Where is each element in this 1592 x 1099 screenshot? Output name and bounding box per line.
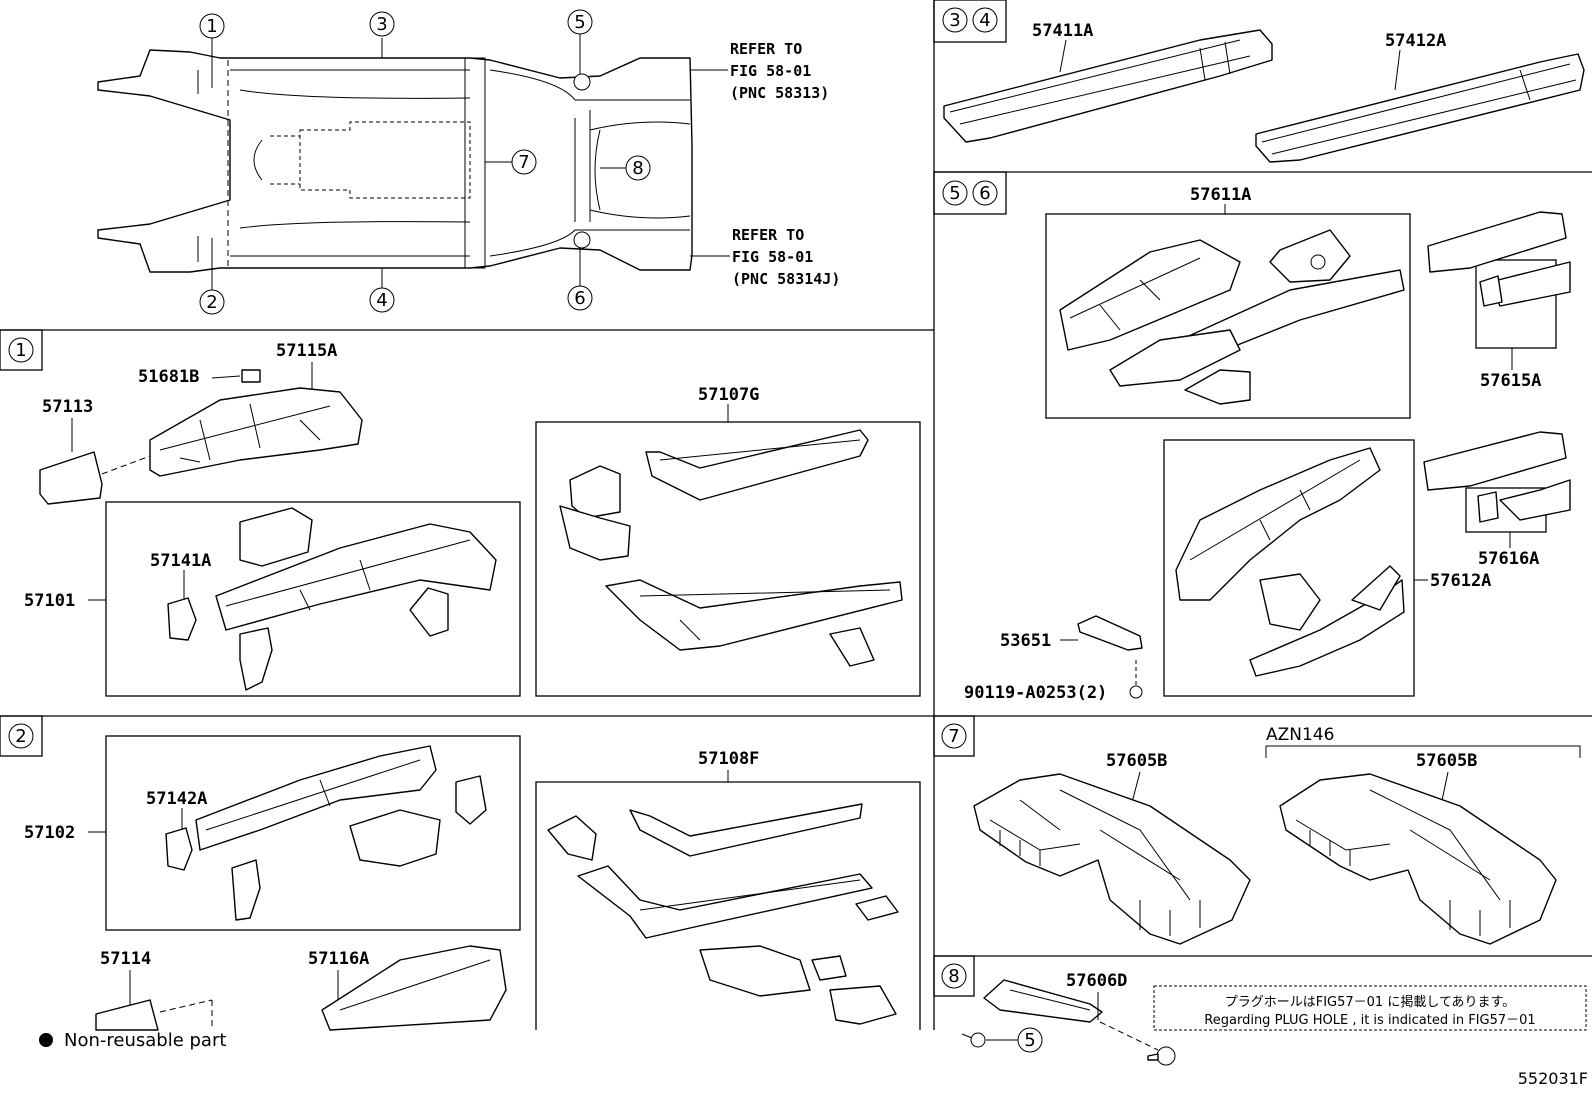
section-tag-4: 4: [979, 10, 990, 31]
part-57115A: 57115A: [276, 341, 337, 361]
part-57411A: 57411A: [1032, 21, 1093, 41]
section-tag-7: 7: [948, 726, 959, 747]
panel-dividers: [0, 0, 1592, 1030]
part-57412A: 57412A: [1385, 31, 1446, 51]
legend: Non-reusable part: [39, 1030, 226, 1051]
callout-8: 8: [632, 158, 643, 179]
section-tag-8: 8: [948, 966, 959, 987]
section-56: 5 6 57611A 57615A 57616A 57612A: [933, 171, 1571, 703]
legend-label: Non-reusable part: [64, 1030, 226, 1051]
part-57102: 57102: [24, 823, 75, 843]
part-57612A: 57612A: [1430, 571, 1491, 591]
callout-5: 5: [574, 12, 585, 33]
callout-2: 2: [206, 292, 217, 313]
part-57101: 57101: [24, 591, 75, 611]
refer-bottom-line2: FIG 58-01: [732, 248, 813, 266]
part-51681B: 51681B: [138, 367, 199, 387]
non-reusable-bullet-icon: [39, 1033, 53, 1047]
underbody-overview: [97, 49, 693, 273]
part-57114: 57114: [100, 949, 151, 969]
section-tag-6: 6: [979, 183, 990, 204]
part-53651: 53651: [1000, 631, 1051, 651]
variant-label: AZN146: [1266, 725, 1334, 745]
part-57142A: 57142A: [146, 789, 207, 809]
part-90119-A0253: 90119-A0253(2): [964, 683, 1107, 703]
section-8: 8 57606D 5 プラグホールはFIG57－01 に掲載してあります。 Re…: [933, 955, 1587, 1066]
callout-4: 4: [376, 290, 387, 311]
section-2: 2 57142A 57102 57114 57116A 57108F: [0, 715, 921, 1031]
part-57141A: 57141A: [150, 551, 211, 571]
part-57611A: 57611A: [1190, 185, 1251, 205]
overview-callouts: 1 3 5 2 4 6 7 8 REFER TO FIG 58-01 (PNC …: [199, 9, 840, 315]
callout-1: 1: [206, 16, 217, 37]
section-1: 1 57115A 51681B 57113 57141A 57101 57107…: [0, 329, 921, 697]
bolt-callout-5: 5: [1024, 1030, 1035, 1051]
figure-code: 552031F: [1518, 1069, 1588, 1088]
part-57616A: 57616A: [1478, 549, 1539, 569]
section-7: 7 57605B AZN146 57605B: [933, 715, 1581, 945]
refer-top-line2: FIG 58-01: [730, 62, 811, 80]
section-tag-5: 5: [949, 183, 960, 204]
refer-top-line1: REFER TO: [730, 40, 802, 58]
part-57116A: 57116A: [308, 949, 369, 969]
plug-hole-note-jp: プラグホールはFIG57－01 に掲載してあります。: [1225, 994, 1516, 1010]
refer-bottom-line3: (PNC 58314J): [732, 270, 840, 288]
section-tag-1: 1: [15, 340, 26, 361]
part-57107G: 57107G: [698, 385, 759, 405]
part-57108F: 57108F: [698, 749, 759, 769]
section-34: 3 4 57411A 57412A: [933, 0, 1585, 163]
callout-6: 6: [574, 288, 585, 309]
part-57615A: 57615A: [1480, 371, 1541, 391]
refer-top-line3: (PNC 58313): [730, 84, 829, 102]
part-57113: 57113: [42, 397, 93, 417]
part-57605B-1: 57605B: [1106, 751, 1167, 771]
part-57605B-2: 57605B: [1416, 751, 1477, 771]
section-tag-2: 2: [15, 726, 26, 747]
section-tag-3: 3: [949, 10, 960, 31]
plug-hole-note-en: Regarding PLUG HOLE , it is indicated in…: [1204, 1013, 1535, 1028]
refer-bottom-line1: REFER TO: [732, 226, 804, 244]
callout-7: 7: [518, 152, 529, 173]
callout-3: 3: [376, 14, 387, 35]
part-57606D: 57606D: [1066, 971, 1127, 991]
